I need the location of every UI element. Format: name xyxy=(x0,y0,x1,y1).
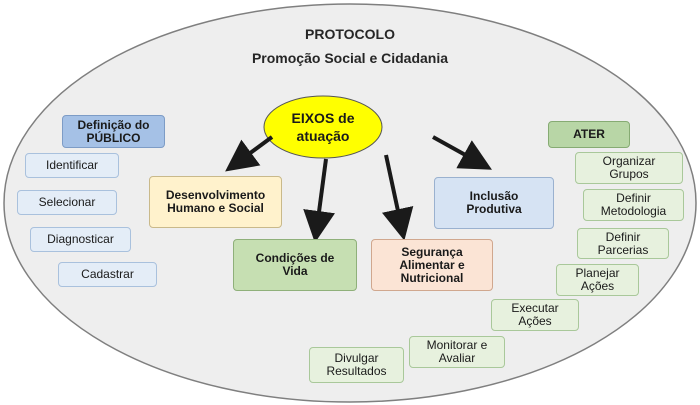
ater-step-definir-metodologia-line2: Metodologia xyxy=(600,204,667,218)
axis-condicoes-line2: Vida xyxy=(282,264,308,278)
axis-desenvolvimento-box: Desenvolvimento Humano e Social xyxy=(149,176,282,228)
hub-ellipse xyxy=(263,95,383,159)
publico-step-cadastrar: Cadastrar xyxy=(58,262,157,287)
ater-step-divulgar-resultados-line1: Divulgar xyxy=(334,351,379,365)
ater-step-planejar-acoes-line1: Planejar xyxy=(575,266,620,280)
ater-step-definir-parcerias: Definir Parcerias xyxy=(577,228,669,259)
ater-step-planejar-acoes-line2: Ações xyxy=(580,279,615,293)
axis-seguranca-line1: Segurança xyxy=(401,244,463,259)
arrow-to-condicoes xyxy=(303,158,335,243)
ater-header: ATER xyxy=(548,121,630,148)
publico-header: Definição do PÚBLICO xyxy=(62,115,165,148)
ater-step-divulgar-resultados: Divulgar Resultados xyxy=(309,347,404,383)
arrow-to-desenvolvimento xyxy=(225,135,274,172)
hub-label-line1: EIXOS de xyxy=(291,110,355,126)
ater-step-divulgar-resultados-line2: Resultados xyxy=(326,364,387,378)
axis-desenvolvimento-line2: Humano e Social xyxy=(167,201,264,215)
axis-seguranca-line3: Nutricional xyxy=(400,270,464,285)
ater-step-organizar-grupos-line2: Grupos xyxy=(609,167,649,181)
publico-header-line1: Definição do xyxy=(77,117,150,132)
publico-step-identificar: Identificar xyxy=(25,153,119,178)
publico-step-diagnosticar: Diagnosticar xyxy=(30,227,131,252)
ater-step-definir-parcerias-line2: Parcerias xyxy=(597,242,649,257)
axis-inclusao-line2: Produtiva xyxy=(466,202,522,216)
ater-step-organizar-grupos: Organizar Grupos xyxy=(575,152,683,184)
axis-desenvolvimento-line1: Desenvolvimento xyxy=(165,188,266,202)
axis-seguranca-box: Segurança Alimentar e Nutricional xyxy=(371,239,493,291)
ater-step-definir-metodologia: Definir Metodologia xyxy=(583,189,684,221)
arrow-to-inclusao xyxy=(432,135,492,170)
axis-inclusao-line1: Inclusão xyxy=(469,189,519,203)
ater-step-definir-metodologia-line1: Definir xyxy=(616,191,651,205)
publico-header-line2: PÚBLICO xyxy=(86,130,141,145)
ater-step-monitorar-avaliar: Monitorar e Avaliar xyxy=(409,336,505,368)
axis-seguranca-line2: Alimentar e xyxy=(399,257,465,272)
ater-step-monitorar-avaliar-line2: Avaliar xyxy=(438,351,476,365)
publico-step-selecionar: Selecionar xyxy=(17,190,117,215)
ater-step-executar-acoes: Executar Ações xyxy=(491,299,579,331)
ater-step-monitorar-avaliar-line1: Monitorar e xyxy=(426,338,488,352)
ater-step-executar-acoes-line2: Ações xyxy=(518,314,552,328)
hub-label: EIXOS de atuação xyxy=(262,97,384,157)
axis-condicoes-line1: Condições de xyxy=(255,251,335,265)
diagram-subtitle: Promoção Social e Cidadania xyxy=(251,50,449,66)
ater-step-executar-acoes-line1: Executar xyxy=(511,301,559,315)
diagram-title: PROTOCOLO xyxy=(305,26,395,42)
arrow-to-seguranca xyxy=(382,154,414,241)
ater-step-planejar-acoes: Planejar Ações xyxy=(556,264,639,296)
ater-step-definir-parcerias-line1: Definir xyxy=(605,229,641,244)
hub-label-line2: atuação xyxy=(296,128,350,144)
axis-inclusao-box: Inclusão Produtiva xyxy=(434,177,554,229)
ater-step-organizar-grupos-line1: Organizar xyxy=(602,154,656,168)
axis-condicoes-box: Condições de Vida xyxy=(233,239,357,291)
